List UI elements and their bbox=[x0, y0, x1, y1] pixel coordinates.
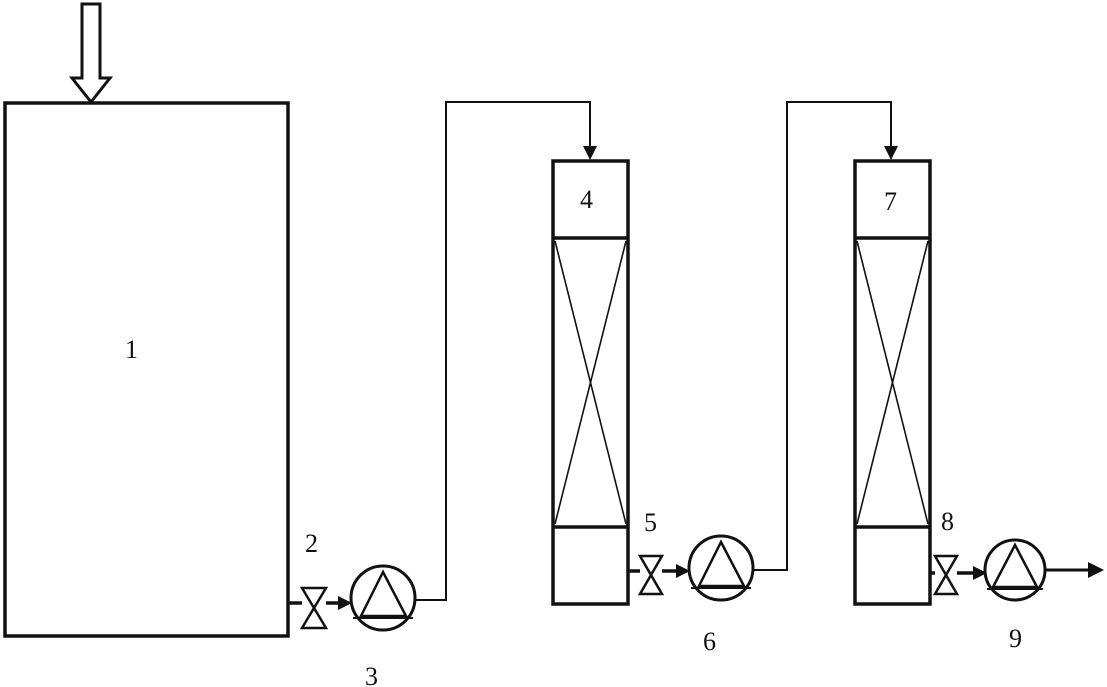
valve-icon bbox=[299, 586, 329, 630]
pump-icon bbox=[983, 538, 1047, 602]
feed-arrow-icon bbox=[68, 2, 114, 105]
pipe-pump-to-column-2 bbox=[753, 101, 892, 571]
arrowhead-icon bbox=[973, 566, 987, 580]
pump-icon bbox=[687, 534, 755, 602]
arrowhead-icon bbox=[676, 564, 690, 578]
pump-label-3: 3 bbox=[365, 662, 378, 687]
outlet-arrow-icon bbox=[1045, 562, 1104, 578]
valve-label-8: 8 bbox=[941, 507, 954, 536]
arrowhead-icon bbox=[338, 596, 352, 610]
packing-icon bbox=[856, 240, 929, 525]
pipe-pump-to-column-1 bbox=[415, 101, 591, 601]
valve-icon bbox=[637, 554, 665, 596]
adsorption-column-1 bbox=[551, 159, 630, 606]
pump-label-9: 9 bbox=[1009, 624, 1022, 653]
valve-icon bbox=[932, 554, 960, 596]
storage-tank bbox=[3, 101, 290, 638]
arrowhead-icon bbox=[583, 146, 597, 160]
adsorption-column-2 bbox=[853, 159, 932, 606]
column-label-7: 7 bbox=[884, 187, 897, 216]
valve-label-5: 5 bbox=[644, 508, 657, 537]
pump-label-6: 6 bbox=[703, 627, 716, 656]
tank-label: 1 bbox=[125, 335, 138, 364]
column-label-4: 4 bbox=[580, 185, 593, 214]
pump-icon bbox=[349, 564, 417, 632]
arrowhead-icon bbox=[884, 146, 898, 160]
packing-icon bbox=[554, 240, 627, 525]
valve-label-2: 2 bbox=[305, 529, 318, 558]
